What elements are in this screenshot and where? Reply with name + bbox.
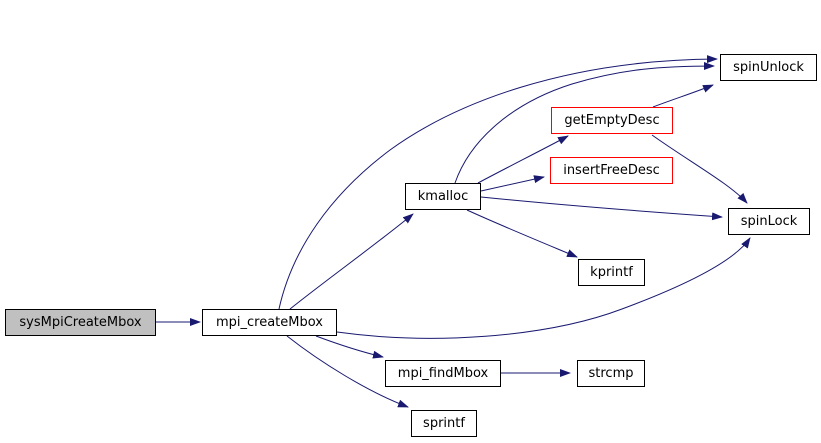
node-sysmpicreatembox: sysMpiCreateMbox bbox=[5, 309, 156, 336]
edge-mpi_createMbox-to-spinUnlock bbox=[278, 55, 718, 310]
node-kprintf[interactable]: kprintf bbox=[578, 259, 645, 286]
node-spinlock[interactable]: spinLock bbox=[728, 208, 810, 235]
node-insertfreedesc[interactable]: insertFreeDesc bbox=[550, 157, 673, 184]
node-sprintf[interactable]: sprintf bbox=[411, 410, 477, 437]
edge-kmalloc-to-spinUnlock bbox=[454, 62, 715, 184]
node-kmalloc[interactable]: kmalloc bbox=[405, 183, 481, 210]
edge-getEmptyDesc-to-spinLock bbox=[651, 134, 748, 204]
edge-mpi_createMbox-to-mpi_findMbox bbox=[315, 335, 384, 359]
edge-kmalloc-to-insertFreeDesc bbox=[480, 175, 545, 192]
node-spinunlock[interactable]: spinUnlock bbox=[720, 54, 817, 81]
edge-getEmptyDesc-to-spinUnlock bbox=[652, 84, 714, 108]
edge-kmalloc-to-getEmptyDesc bbox=[477, 135, 569, 184]
node-mpi-findmbox[interactable]: mpi_findMbox bbox=[385, 360, 501, 387]
edge-mpi_createMbox-to-kmalloc bbox=[289, 213, 414, 310]
node-mpi-creatembox[interactable]: mpi_createMbox bbox=[202, 309, 337, 336]
edge-kmalloc-to-kprintf bbox=[466, 209, 578, 258]
edge-kmalloc-to-spinLock bbox=[480, 196, 723, 221]
node-getemptydesc[interactable]: getEmptyDesc bbox=[551, 107, 673, 134]
node-strcmp[interactable]: strcmp bbox=[577, 360, 645, 387]
edge-mpi_createMbox-to-spinLock bbox=[336, 237, 751, 339]
edge-mpi_createMbox-to-sprintf bbox=[286, 335, 409, 408]
